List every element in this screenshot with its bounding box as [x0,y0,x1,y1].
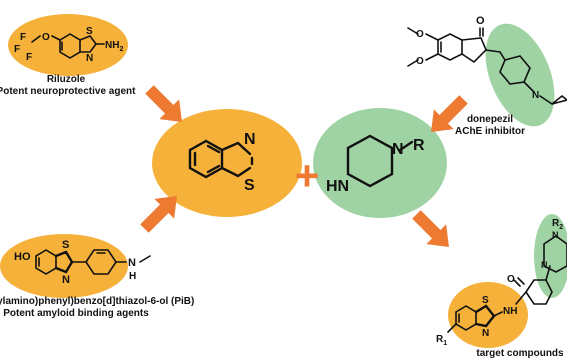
pib-s: S [62,239,69,251]
riluzole-f2: F [14,44,20,55]
riluzole-f1: F [20,32,26,43]
core-pip-hn: HN [326,178,349,195]
target-benzothiazole-highlight [448,282,528,348]
target-piperazine-highlight [534,214,567,298]
target-pip-n1: N [541,260,548,270]
target-nh: NH [503,306,517,317]
piperazine-core: N R HN [326,134,425,195]
donepezil-structure: O O O N [407,15,567,105]
pib-amine-h: H [129,271,136,282]
donepezil-keto-o: O [476,15,485,27]
pib-n: N [62,274,70,286]
riluzole-highlight [8,14,128,76]
pib-amine-n: N [128,257,136,269]
core-s: S [244,177,255,194]
target-n: N [482,328,489,339]
arrow-donepezil-to-core [431,95,468,132]
target-caption: target compounds [476,348,564,359]
target-s: S [482,295,489,306]
donepezil-highlight [485,23,555,127]
benzothiazole-core-highlight [152,109,302,217]
riluzole-role: Potent neuroprotective agent [0,86,136,97]
riluzole-structure: O F F F S N NH2 [14,26,123,64]
piperazine-core-highlight [313,108,447,218]
arrow-riluzole-to-core [145,85,182,122]
pib-role: Potent amyloid binding agents [3,308,149,319]
arrow-target-shape [412,210,449,247]
target-structure: S N NH O R1 N N R2 [436,218,567,347]
pib-name: (4-(methylamino)phenyl)benzo[d]thiazol-6… [0,296,194,307]
riluzole-o: O [42,32,50,43]
target-o: O [507,274,515,285]
core-pip-r: R [413,137,425,154]
riluzole-nh2: NH2 [105,40,123,53]
arrow-to-target [412,210,449,247]
arrow-riluzole-shape [145,85,182,122]
donepezil-n: N [532,90,539,101]
pib-ho: HO [14,251,31,263]
riluzole-f3: F [26,52,32,63]
core-pip-n: N [392,141,404,158]
target-pip-n2: N [552,230,559,240]
benzothiazole-core: N S [188,131,256,194]
riluzole-n: N [86,53,93,64]
arrow-donepezil-shape [431,95,468,132]
donepezil-role: AChE inhibitor [455,126,525,137]
plus-symbol: + [295,152,320,199]
donepezil-o1: O [416,29,424,40]
arrow-pib-shape [140,196,177,233]
arrow-pib-to-core [140,196,177,233]
riluzole-name: Riluzole [47,74,86,85]
pib-structure: HO S N N H [14,239,151,286]
riluzole-s: S [86,26,93,37]
donepezil-o2: O [416,56,424,67]
target-r2: R2 [552,218,563,231]
donepezil-name: donepezil [467,114,513,125]
core-n: N [244,131,256,148]
target-r1: R1 [436,334,447,347]
